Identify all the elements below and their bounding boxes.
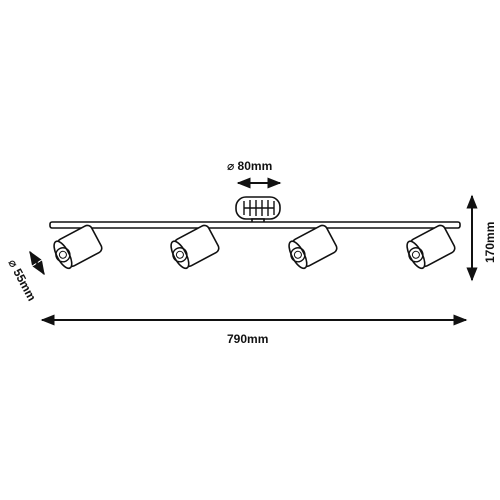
spotlight-3 xyxy=(283,222,340,273)
width-label: 790mm xyxy=(227,332,268,346)
spot-diameter-dimension: ⌀ 55mm xyxy=(5,250,45,304)
spotlight-2 xyxy=(165,222,222,273)
spotlight-4 xyxy=(401,222,458,273)
spotlight-1 xyxy=(48,222,105,273)
height-label: 170mm xyxy=(483,222,497,263)
base-diameter-label: ⌀ 80mm xyxy=(227,159,272,173)
spot-diameter-label: ⌀ 55mm xyxy=(5,257,39,304)
width-dimension: 790mm xyxy=(40,314,468,346)
base-diameter-dimension: ⌀ 80mm xyxy=(227,159,282,189)
mounting-bar xyxy=(49,221,461,229)
height-dimension: 170mm xyxy=(466,194,497,282)
